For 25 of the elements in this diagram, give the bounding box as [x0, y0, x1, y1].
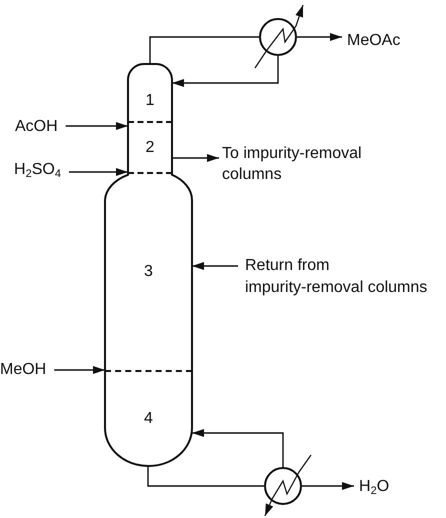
- flow-arrow: [302, 482, 354, 490]
- flow-arrow: [68, 168, 128, 176]
- stream-label: H$_{2}$SO$_{4}$: [14, 160, 61, 180]
- flow-line: [149, 36, 259, 63]
- distillation-column: [105, 63, 192, 466]
- stream-label: H$_{2}$O: [359, 477, 390, 497]
- flow-line: [147, 466, 264, 487]
- heat-exchanger: [259, 18, 297, 56]
- heat-exchanger: [264, 467, 302, 505]
- flow-arrow: [66, 122, 128, 130]
- column-section: 2: [128, 123, 172, 174]
- flow-arrow: [192, 429, 284, 467]
- column-section: 3: [105, 174, 192, 372]
- column-section: 4: [105, 372, 192, 466]
- flow-arrow: [192, 262, 238, 270]
- stream-label: MeOAc: [347, 31, 400, 51]
- stream-label: To impurity-removal columns: [222, 143, 363, 185]
- column-section: 1: [128, 63, 172, 123]
- flow-arrow: [54, 366, 105, 374]
- flow-arrow: [172, 154, 219, 162]
- stream-label: AcOH: [15, 117, 58, 137]
- stream-label: MeOH: [0, 360, 46, 380]
- stream-label: Return from impurity-removal columns: [245, 255, 429, 299]
- flow-arrow: [172, 56, 279, 87]
- flow-arrow: [297, 33, 342, 41]
